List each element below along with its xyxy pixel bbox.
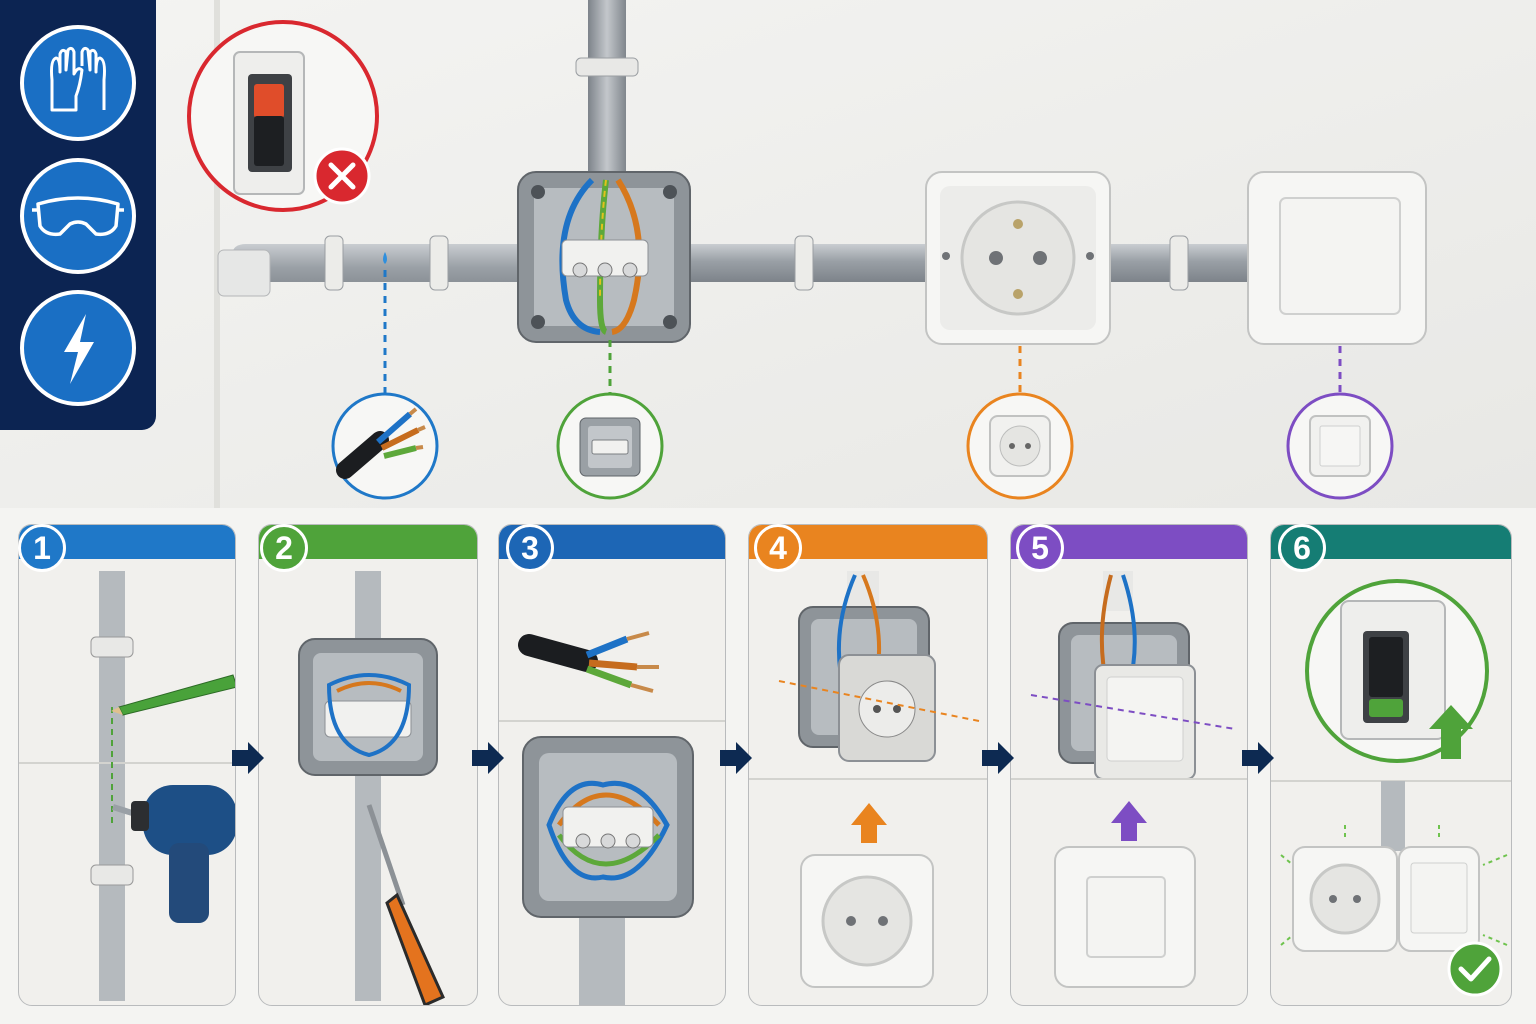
step-number-3: 3 [521,529,539,566]
installation-overview [0,0,1536,508]
breaker-on [1305,579,1489,763]
step-number-2: 2 [275,529,293,566]
socket [925,171,1111,345]
switch-callout [1286,392,1394,500]
junction-box-icon [579,417,641,477]
cable-callout [331,392,439,500]
step-badge-5: 5 [1016,524,1064,572]
arrow-right-icon [982,742,1014,774]
arrow-up-icon [851,803,887,843]
step-panel-5 [1010,524,1248,1006]
lightning-icon [20,290,136,406]
step-panel-6 [1270,524,1512,1006]
vertical-conduit [575,0,639,180]
socket-icon [989,415,1051,477]
arrow-right-icon [1242,742,1274,774]
safety-goggles-icon [20,158,136,274]
drill-icon [112,785,235,923]
junction-box-callout [556,392,664,500]
arrow-right-icon [720,742,752,774]
overview-illustration [0,0,1536,508]
safety-icons [20,25,136,406]
pencil-icon [111,674,235,716]
close-icon [313,147,371,205]
step-badge-2: 2 [260,524,308,572]
arrow-right-icon [472,742,504,774]
step-number-4: 4 [769,529,787,566]
step-panel-3 [498,524,726,1006]
junction-box [517,171,691,343]
arrow-right-icon [232,742,264,774]
step-badge-3: 3 [506,524,554,572]
step-number-5: 5 [1031,529,1049,566]
screwdriver-icon [366,804,445,1005]
cable-icon [336,407,426,479]
step-4-illustration [749,571,987,988]
step-panel-4 [748,524,988,1006]
arrow-up-icon [1429,705,1473,759]
step-5-illustration [1011,571,1247,988]
socket-callout [966,392,1074,500]
check-icon [1447,941,1503,997]
step-number-1: 1 [33,529,51,566]
horizontal-conduit [217,235,1250,297]
safety-sidebar [0,0,156,430]
step-6-illustration [1271,579,1511,997]
step-1-illustration [19,571,235,1001]
gloves-icon [20,25,136,141]
arrow-up-icon [1111,801,1147,841]
step-badge-4: 4 [754,524,802,572]
step-panel-2 [258,524,478,1006]
step-number-6: 6 [1293,529,1311,566]
step-badge-1: 1 [18,524,66,572]
light-switch [1247,171,1427,345]
step-2-illustration [298,571,445,1005]
stripped-cable-icon [518,631,659,693]
step-badge-6: 6 [1278,524,1326,572]
step-3-illustration [499,631,725,1005]
switch-icon [1309,415,1371,477]
step-sequence: 1 2 [0,508,1536,1024]
step-panel-1 [18,524,236,1006]
